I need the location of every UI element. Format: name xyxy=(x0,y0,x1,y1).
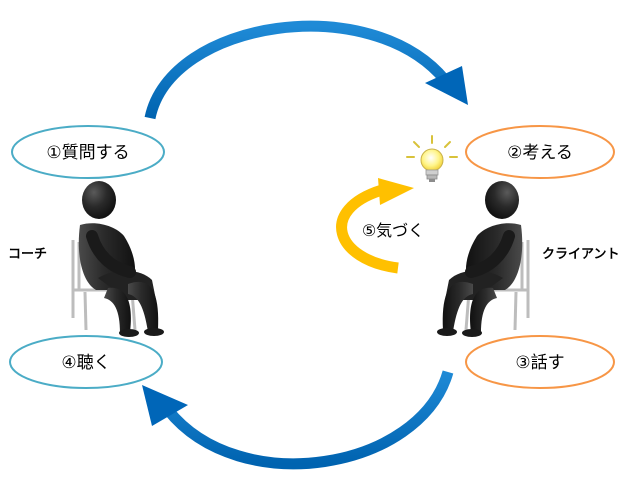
insight-arrow xyxy=(336,178,414,274)
coach-figure xyxy=(71,181,164,337)
coach-role-label: コーチ xyxy=(8,247,47,262)
cycle-arrow-bottom xyxy=(142,370,454,470)
cycle-arrow-top xyxy=(144,20,468,120)
step-listen-label: ④聴く xyxy=(61,353,110,373)
step-speak-label: ③話す xyxy=(515,353,564,373)
step-think: ②考える xyxy=(465,125,615,179)
step-listen: ④聴く xyxy=(9,335,163,389)
client-figure xyxy=(437,181,530,337)
step-speak: ③話す xyxy=(465,335,615,389)
client-role-label: クライアント xyxy=(542,247,619,262)
lightbulb-icon xyxy=(406,135,458,182)
step-notice-label: ⑤気づく xyxy=(362,221,424,240)
step-ask: ①質問する xyxy=(11,125,165,179)
step-ask-label: ①質問する xyxy=(46,143,129,163)
step-think-label: ②考える xyxy=(507,143,573,163)
